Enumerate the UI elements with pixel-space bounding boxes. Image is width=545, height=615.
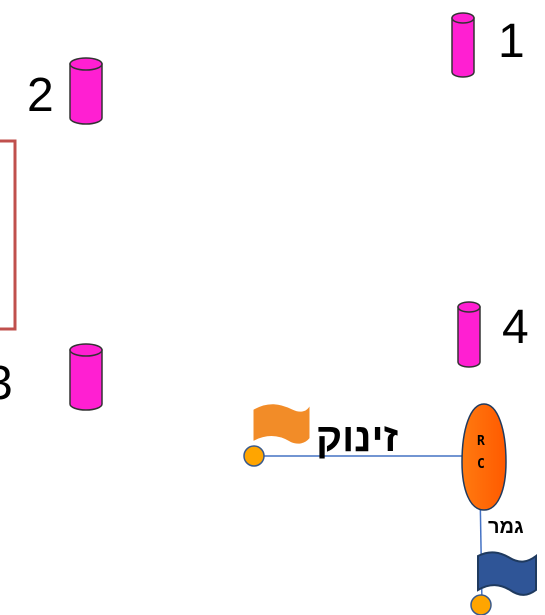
start-flag-icon bbox=[253, 404, 310, 444]
mark-2-buoy bbox=[69, 57, 103, 125]
start-label: זינוק bbox=[316, 416, 399, 460]
finish-label: גמר bbox=[488, 516, 524, 538]
mark-1-label: 1 bbox=[498, 15, 525, 68]
finish-pin-buoy bbox=[470, 594, 492, 615]
committee-boat-letter-c: C bbox=[477, 457, 485, 472]
mark-2-label: 2 bbox=[27, 69, 54, 122]
gate-box bbox=[0, 139, 17, 331]
finish-flag-icon bbox=[477, 551, 537, 596]
mark-3-label: 3 bbox=[0, 360, 13, 408]
committee-boat-letter-r: R bbox=[477, 434, 485, 449]
mark-4-label: 4 bbox=[502, 301, 529, 354]
mark-1-buoy bbox=[451, 12, 475, 78]
mark-4-buoy bbox=[457, 301, 481, 368]
committee-boat bbox=[461, 403, 507, 511]
start-pin-buoy bbox=[243, 445, 265, 467]
mark-3-buoy bbox=[69, 343, 103, 411]
